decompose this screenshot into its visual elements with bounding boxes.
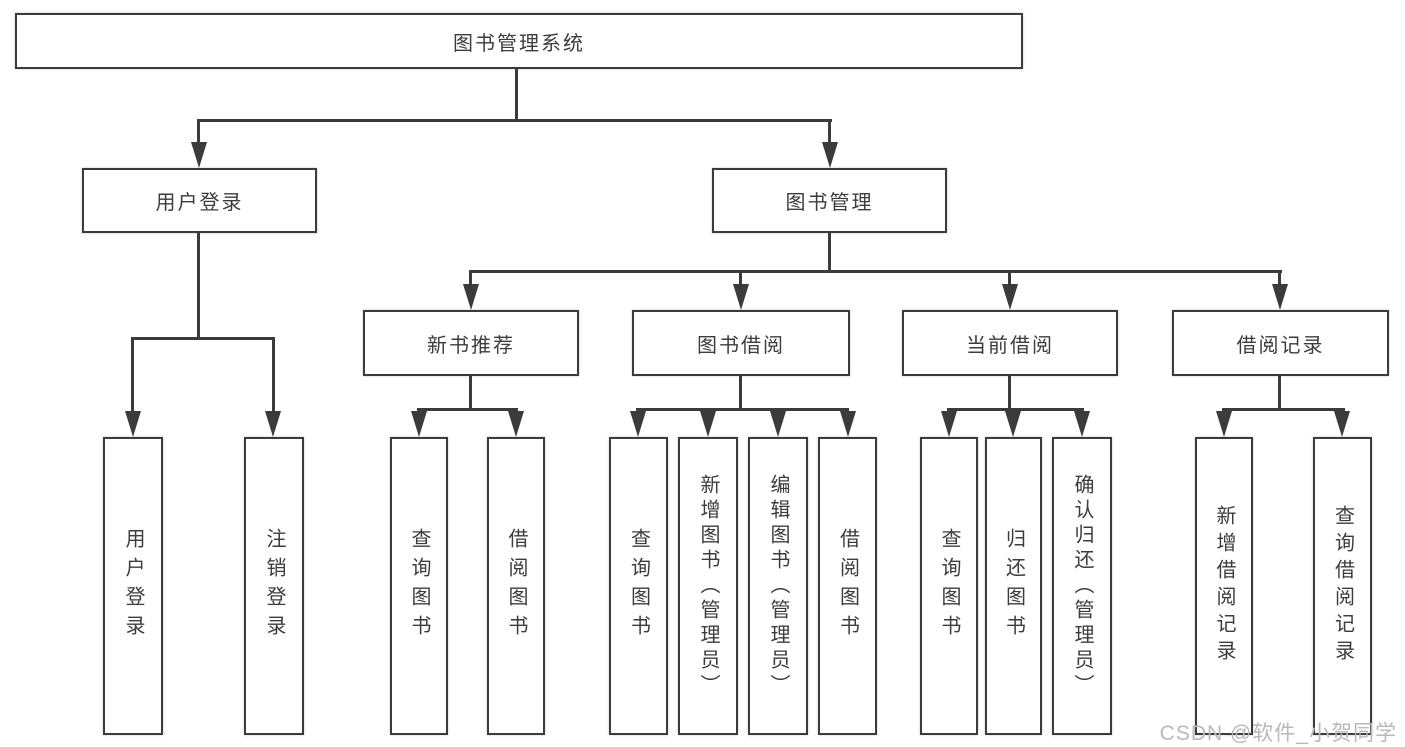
- node-leaf-bb-query-label: 查询图书: [627, 528, 650, 644]
- node-leaf-cb-return: 归还图书: [985, 437, 1042, 735]
- node-leaf-nr-borrow: 借阅图书: [487, 437, 545, 735]
- connector-user-login-hline: [131, 337, 275, 340]
- node-leaf-br-add: 新增借阅记录: [1195, 437, 1253, 735]
- node-leaf-bb-borrow: 借阅图书: [818, 437, 877, 735]
- node-cur-borrow-label: 当前借阅: [966, 334, 1054, 357]
- node-leaf-nr-query-label: 查询图书: [408, 528, 430, 644]
- node-borrow-rec: 借阅记录: [1172, 310, 1389, 376]
- arrow-nr-query: [411, 411, 427, 437]
- arrow-cur-borrow: [1002, 284, 1018, 310]
- node-leaf-logout: 注销登录: [244, 437, 304, 735]
- arrow-bb-add: [700, 411, 716, 437]
- arrow-bb-query: [630, 411, 646, 437]
- node-book-borrow: 图书借阅: [632, 310, 850, 376]
- node-leaf-bb-edit: 编辑图书（管理员）: [748, 437, 808, 735]
- node-leaf-br-query-label: 查询借阅记录: [1331, 505, 1354, 667]
- connector-new-rec-stem: [469, 376, 472, 411]
- arrow-ul-logout: [265, 411, 281, 437]
- connector-borrow-rec-hline: [1222, 408, 1345, 411]
- node-leaf-cb-confirm-label: 确认归还（管理员）: [1071, 473, 1093, 699]
- node-leaf-cb-query: 查询图书: [920, 437, 978, 735]
- node-leaf-bb-add-label: 新增图书（管理员）: [697, 473, 719, 699]
- node-book-borrow-label: 图书借阅: [697, 334, 785, 357]
- watermark: CSDN @软件_小贺同学: [1159, 722, 1397, 745]
- connector-book-mgmt-drop: [828, 119, 831, 145]
- node-new-rec: 新书推荐: [363, 310, 579, 376]
- connector-ul-logout-drop: [272, 337, 275, 413]
- connector-user-login-stem: [197, 233, 200, 340]
- connector-root-stem: [515, 69, 518, 122]
- node-root: 图书管理系统: [15, 13, 1023, 69]
- node-book-mgmt-label: 图书管理: [785, 192, 874, 214]
- node-leaf-user-login-label: 用户登录: [122, 528, 144, 644]
- connector-new-rec-drop: [469, 270, 472, 287]
- arrow-new-rec: [463, 284, 479, 310]
- node-leaf-user-login: 用户登录: [103, 437, 163, 735]
- node-user-login-label: 用户登录: [155, 192, 244, 214]
- arrow-cb-return: [1005, 411, 1021, 437]
- arrow-bb-borrow: [840, 411, 856, 437]
- connector-book-mgmt-stem: [828, 233, 831, 273]
- node-leaf-bb-add: 新增图书（管理员）: [678, 437, 738, 735]
- node-leaf-nr-borrow-label: 借阅图书: [505, 528, 527, 644]
- node-leaf-bb-borrow-label: 借阅图书: [836, 528, 859, 644]
- node-leaf-cb-query-label: 查询图书: [938, 528, 960, 644]
- arrow-cb-confirm: [1074, 411, 1090, 437]
- connector-cur-borrow-stem: [1008, 376, 1011, 411]
- connector-borrow-rec-stem: [1278, 376, 1281, 411]
- node-leaf-logout-label: 注销登录: [263, 528, 285, 644]
- connector-cur-borrow-drop: [1008, 270, 1011, 287]
- arrow-book-borrow: [733, 284, 749, 310]
- connector-borrow-rec-drop: [1278, 270, 1281, 287]
- connector-new-rec-hline: [417, 408, 518, 411]
- node-leaf-nr-query: 查询图书: [390, 437, 448, 735]
- node-leaf-cb-confirm: 确认归还（管理员）: [1052, 437, 1112, 735]
- connector-cur-borrow-hline: [947, 408, 1084, 411]
- arrow-ul-login: [125, 411, 141, 437]
- connector-book-borrow-drop: [739, 270, 742, 287]
- node-cur-borrow: 当前借阅: [902, 310, 1118, 376]
- connector-user-login-drop: [197, 119, 200, 145]
- arrow-bb-edit: [770, 411, 786, 437]
- connector-book-borrow-stem: [739, 376, 742, 411]
- node-leaf-bb-edit-label: 编辑图书（管理员）: [767, 473, 789, 699]
- node-new-rec-label: 新书推荐: [427, 334, 515, 357]
- node-leaf-cb-return-label: 归还图书: [1002, 528, 1025, 644]
- arrow-cb-query: [941, 411, 957, 437]
- arrow-book-mgmt: [822, 142, 838, 168]
- connector-ul-login-drop: [131, 337, 134, 413]
- node-leaf-br-add-label: 新增借阅记录: [1213, 505, 1235, 667]
- connector-book-borrow-hline: [636, 408, 849, 411]
- arrow-nr-borrow: [508, 411, 524, 437]
- arrow-br-query: [1334, 411, 1350, 437]
- node-borrow-rec-label: 借阅记录: [1236, 334, 1325, 357]
- connector-level2-hline: [197, 119, 832, 122]
- connector-level3-hline: [469, 270, 1282, 273]
- arrow-user-login: [191, 142, 207, 168]
- node-root-label: 图书管理系统: [453, 32, 585, 55]
- node-leaf-br-query: 查询借阅记录: [1313, 437, 1372, 735]
- node-leaf-bb-query: 查询图书: [609, 437, 668, 735]
- arrow-br-add: [1216, 411, 1232, 437]
- node-book-mgmt: 图书管理: [712, 168, 947, 233]
- arrow-borrow-rec: [1272, 284, 1288, 310]
- node-user-login: 用户登录: [82, 168, 317, 233]
